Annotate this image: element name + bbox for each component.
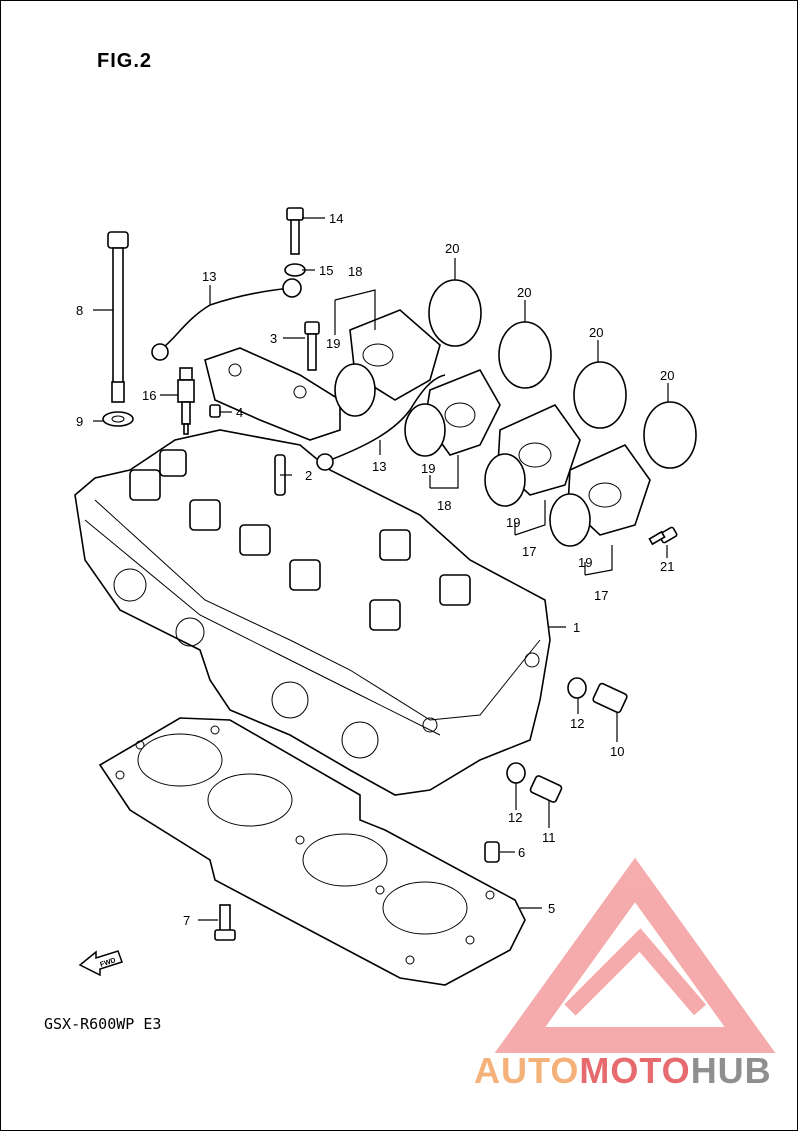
watermark-logo-icon bbox=[494, 857, 776, 1053]
stud-bolt bbox=[102, 231, 134, 427]
callout-19b: 19 bbox=[421, 461, 435, 476]
fwd-label: FWD bbox=[99, 957, 116, 969]
callout-3: 3 bbox=[270, 331, 277, 346]
spark-plug bbox=[177, 367, 195, 435]
callout-6: 6 bbox=[518, 845, 525, 860]
screw bbox=[648, 526, 678, 546]
callout-19c: 19 bbox=[506, 515, 520, 530]
watermark-part3: HUB bbox=[690, 1050, 772, 1091]
bolt-parts bbox=[209, 207, 320, 418]
cylinder-head bbox=[74, 429, 551, 796]
callout-13a: 13 bbox=[202, 269, 216, 284]
callout-17b: 17 bbox=[594, 588, 608, 603]
callout-16: 16 bbox=[142, 388, 156, 403]
model-code: GSX-R600WP E3 bbox=[44, 1015, 162, 1033]
callout-17a: 17 bbox=[522, 544, 536, 559]
callout-20c: 20 bbox=[589, 325, 603, 340]
figure-title: FIG.2 bbox=[97, 50, 153, 72]
callout-20d: 20 bbox=[660, 368, 674, 383]
callout-18a: 18 bbox=[348, 264, 362, 279]
callout-20a: 20 bbox=[445, 241, 459, 256]
dowel-and-bolt bbox=[214, 841, 500, 941]
callout-9: 9 bbox=[76, 414, 83, 429]
watermark-text: AUTOMOTOHUB bbox=[474, 1050, 772, 1092]
plugs-and-washers bbox=[506, 677, 628, 803]
intake-pipes bbox=[334, 279, 697, 547]
watermark-part1: AUTO bbox=[474, 1050, 580, 1091]
callout-labels: 1 2 3 4 5 6 7 8 9 10 11 12 12 13 13 14 1… bbox=[76, 211, 674, 928]
callout-1: 1 bbox=[573, 620, 580, 635]
callout-12a: 12 bbox=[570, 716, 584, 731]
callout-15: 15 bbox=[319, 263, 333, 278]
callout-10: 10 bbox=[610, 744, 624, 759]
callout-12b: 12 bbox=[508, 810, 522, 825]
callout-11: 11 bbox=[542, 830, 556, 845]
callout-8: 8 bbox=[76, 303, 83, 318]
watermark-part2: MOTO bbox=[579, 1050, 691, 1091]
callout-4: 4 bbox=[236, 405, 243, 420]
callout-18b: 18 bbox=[437, 498, 451, 513]
callout-5: 5 bbox=[548, 901, 555, 916]
callout-20b: 20 bbox=[517, 285, 531, 300]
callout-13b: 13 bbox=[372, 459, 386, 474]
leader-lines bbox=[93, 217, 669, 921]
callout-19a: 19 bbox=[326, 336, 340, 351]
fwd-arrow-icon: FWD bbox=[78, 950, 123, 977]
callout-19d: 19 bbox=[578, 555, 592, 570]
callout-7: 7 bbox=[183, 913, 190, 928]
callout-14: 14 bbox=[329, 211, 343, 226]
head-gasket bbox=[98, 717, 526, 986]
callout-21: 21 bbox=[660, 559, 674, 574]
callout-2: 2 bbox=[305, 468, 312, 483]
oil-pipe-lower bbox=[324, 374, 446, 463]
